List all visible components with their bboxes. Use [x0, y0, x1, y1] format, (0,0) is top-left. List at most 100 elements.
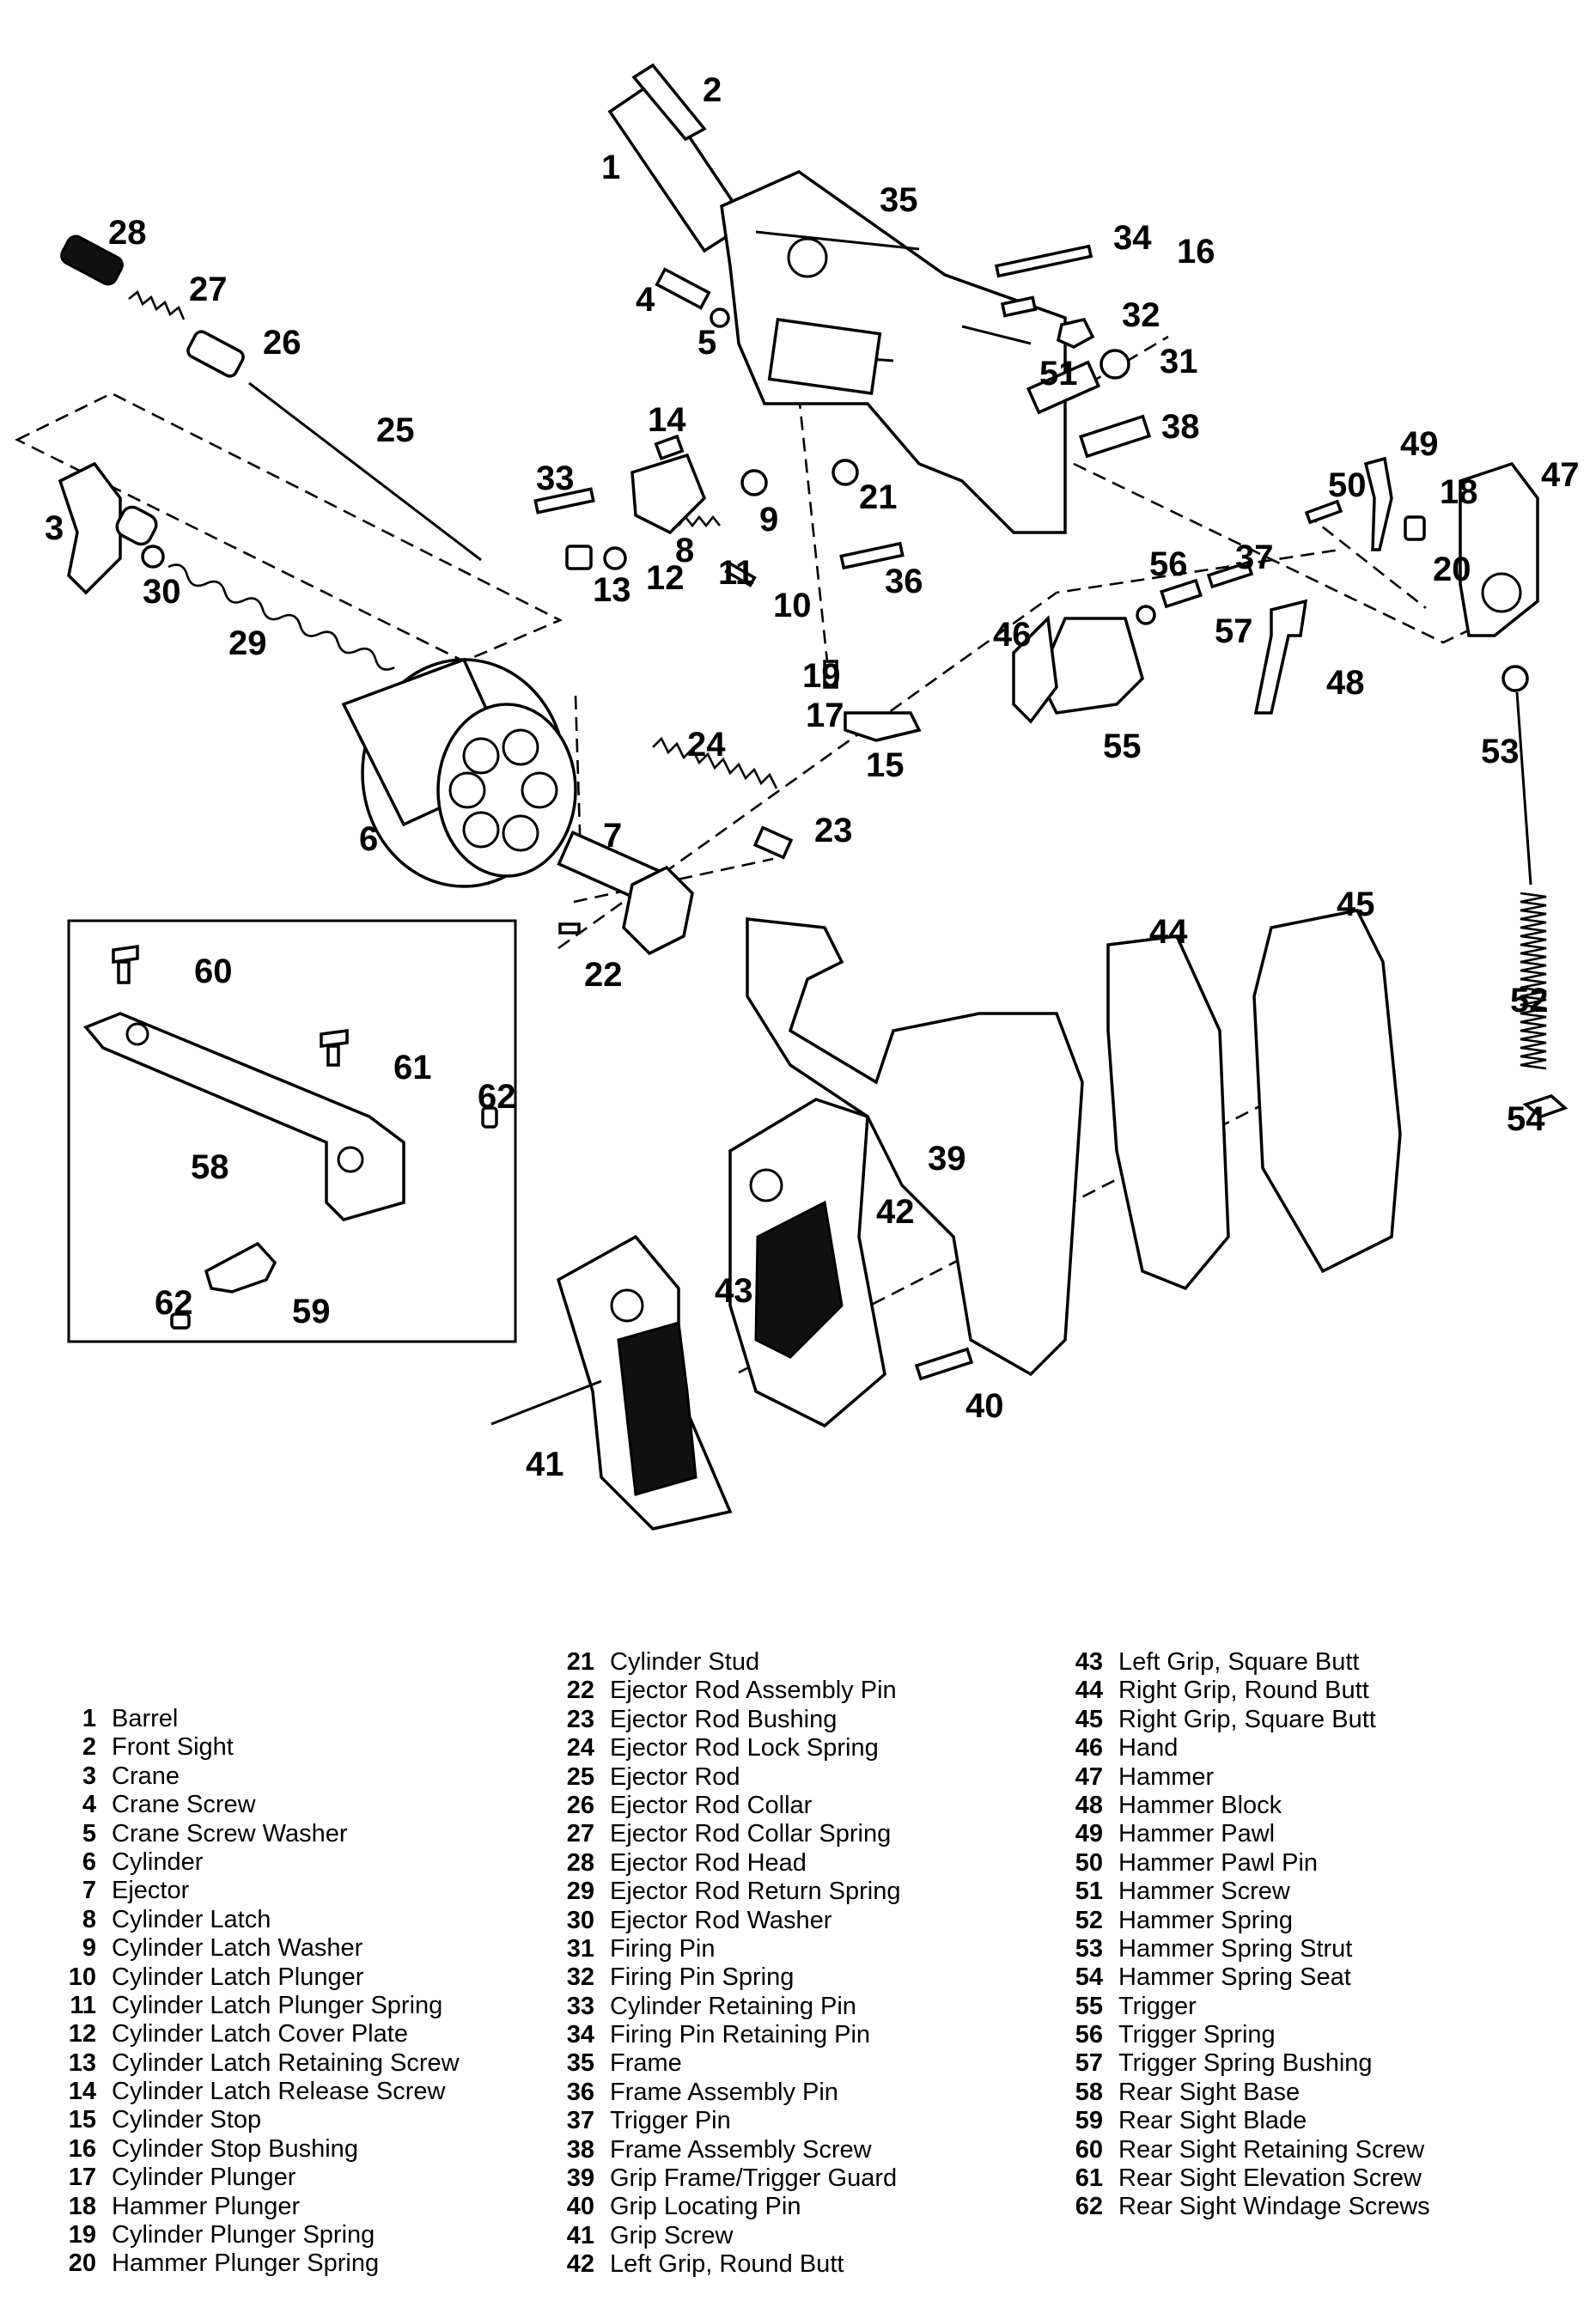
legend-part-number: 55 [1075, 1992, 1103, 2020]
legend-part-name: Trigger Spring Bushing [1118, 2049, 1373, 2078]
legend-part-name: Barrel [112, 1705, 179, 1732]
callout-11: 11 [718, 554, 754, 592]
legend-part-name: Frame Assembly Pin [610, 2078, 838, 2106]
rear-sight-inset-art [67, 919, 517, 1343]
callout-9: 9 [759, 501, 778, 539]
legend-part-name: Ejector Rod Return Spring [610, 1878, 901, 1906]
legend-part-name: Hammer Block [1118, 1791, 1282, 1819]
legend-part-number: 32 [566, 1963, 594, 1992]
legend-part-number: 29 [566, 1878, 594, 1906]
legend-part-name: Frame [610, 2049, 682, 2078]
callout-10: 10 [773, 587, 812, 624]
legend-part-name: Firing Pin Retaining Pin [610, 2021, 871, 2049]
legend-part-number: 50 [1075, 1848, 1103, 1877]
legend-part-name: Ejector Rod Lock Spring [610, 1734, 879, 1762]
callout-44: 44 [1149, 913, 1188, 951]
legend-part-name: Crane Screw [112, 1791, 256, 1819]
legend-part-number: 37 [566, 2107, 594, 2135]
callout-21: 21 [859, 478, 898, 516]
legend-part-name: Cylinder [112, 1847, 204, 1876]
legend-part-name: Trigger Pin [610, 2107, 731, 2135]
legend-part-name: Hammer Screw [1118, 1878, 1290, 1906]
legend-part-number: 52 [1075, 1906, 1103, 1934]
legend-part-number: 53 [1075, 1934, 1103, 1963]
legend-part-name: Cylinder Latch [112, 1905, 271, 1933]
legend-part-number: 33 [566, 1992, 594, 2020]
legend-part-name: Cylinder Latch Plunger Spring [112, 1991, 443, 2019]
legend-part-number: 17 [68, 2164, 96, 2192]
legend-part-number: 45 [1075, 1705, 1103, 1733]
hammer-spring-art [1502, 665, 1569, 1118]
callout-43: 43 [715, 1272, 753, 1310]
legend-part-number: 8 [82, 1905, 96, 1933]
legend-part-number: 51 [1075, 1878, 1103, 1906]
callout-62a: 62 [478, 1078, 516, 1116]
callout-3: 3 [45, 509, 64, 547]
callout-23: 23 [814, 812, 853, 849]
callout-20: 20 [1433, 551, 1471, 588]
legend-part-number: 7 [82, 1877, 96, 1905]
legend-part-name: Ejector Rod [610, 1762, 740, 1791]
callout-29: 29 [228, 624, 267, 662]
callout-22: 22 [584, 956, 623, 994]
legend-part-name: Cylinder Latch Retaining Screw [112, 2048, 460, 2077]
legend-part-number: 2 [82, 1733, 96, 1762]
legend-part-name: Ejector Rod Bushing [610, 1705, 838, 1733]
legend-part-number: 57 [1075, 2049, 1103, 2078]
legend-part-number: 10 [68, 1963, 96, 1991]
legend-part-number: 59 [1075, 2107, 1103, 2135]
legend-part-name: Rear Sight Blade [1118, 2107, 1307, 2135]
callout-60: 60 [194, 953, 233, 990]
legend-part-number: 30 [566, 1906, 594, 1934]
legend-part-name: Cylinder Latch Cover Plate [112, 2020, 408, 2048]
callout-26: 26 [263, 324, 302, 362]
legend-part-name: Hammer Pawl Pin [1118, 1848, 1319, 1877]
cylinder-art [341, 657, 794, 956]
legend-part-name: Hammer [1118, 1762, 1215, 1791]
callout-35: 35 [880, 181, 918, 219]
callout-13: 13 [593, 571, 631, 609]
callout-40: 40 [966, 1387, 1004, 1425]
legend-part-name: Firing Pin [610, 1934, 716, 1963]
callout-19: 19 [802, 657, 841, 695]
legend-part-name: Trigger Spring [1118, 2021, 1276, 2049]
callout-62b: 62 [155, 1284, 193, 1322]
legend-part-name: Front Sight [112, 1733, 234, 1762]
legend-part-number: 47 [1075, 1762, 1103, 1791]
legend-part-number: 24 [566, 1734, 594, 1762]
legend-part-name: Rear Sight Windage Screws [1118, 2193, 1430, 2221]
legend-part-number: 39 [566, 2164, 594, 2193]
legend-part-name: Grip Screw [610, 2221, 734, 2249]
callout-38: 38 [1161, 408, 1200, 446]
legend-part-number: 31 [566, 1934, 594, 1963]
legend-part-name: Right Grip, Square Butt [1118, 1705, 1376, 1733]
legend-part-name: Ejector Rod Washer [610, 1906, 832, 1934]
